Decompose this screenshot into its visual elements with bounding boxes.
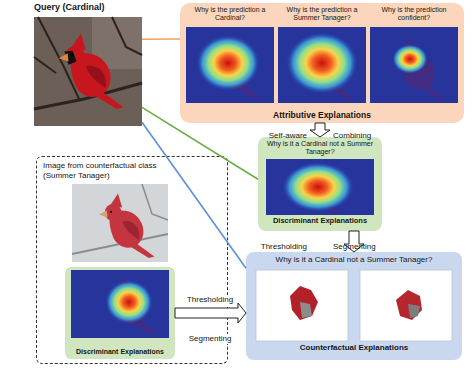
tanager-bird: [99, 194, 154, 258]
bird-body: [65, 34, 123, 109]
question-text: Why is the prediction a Summer Tanager?: [278, 6, 366, 26]
segment-piece: [396, 290, 422, 320]
heatmap-ground: [266, 159, 374, 215]
heat-blob: [105, 280, 153, 324]
heatmap-item: Why is the prediction confident?: [370, 6, 458, 106]
heatmap-ground: [278, 27, 366, 103]
segment-frame: [256, 270, 348, 341]
photo-patch: [92, 17, 142, 69]
label-holder: Segmenting: [187, 327, 234, 345]
step-label: Combining: [333, 131, 371, 141]
label-holder: Thresholding: [185, 288, 235, 306]
heatmap-ground: [370, 27, 458, 103]
heatmap-ground: [186, 27, 274, 103]
bird-eye: [71, 54, 74, 57]
label-holder: Segmenting: [333, 235, 376, 253]
query-image: Query (Cardinal): [34, 2, 142, 126]
bird-shadow: [214, 38, 261, 99]
heatmap: [370, 27, 458, 103]
group-heading: Image from counterfactual class (Summer …: [43, 161, 163, 185]
branch: [112, 17, 142, 55]
question-text: Why is the prediction confident?: [370, 6, 458, 26]
segment-piece: [300, 302, 312, 318]
segment-piece: [408, 304, 420, 318]
bird-wing: [122, 221, 139, 240]
heatmap-item: Why is the prediction a Summer Tanager?: [278, 6, 366, 106]
segment-piece: [290, 286, 318, 320]
block-arrow: [310, 123, 330, 137]
heatmap: [71, 270, 169, 338]
query-link: [142, 38, 180, 40]
step-label: Thresholding: [185, 295, 235, 305]
step-label: Segmenting: [333, 242, 376, 252]
step-label: Thresholding: [261, 242, 307, 252]
discriminant-panel: Why is it a Cardinal not a Summer Tanage…: [258, 137, 382, 231]
cardinal-bird: [59, 34, 124, 109]
counterfactual-group: Image from counterfactual class (Summer …: [36, 156, 228, 364]
query-link: [142, 107, 258, 179]
photo-ground: [72, 184, 168, 262]
bird-mask: [64, 51, 76, 65]
panel-title: Counterfactual Explanations: [249, 343, 459, 353]
question-text: Why is it a Cardinal not a Summer Tanage…: [249, 255, 459, 268]
bird-shadow: [398, 38, 445, 99]
branch: [142, 184, 168, 220]
panel-title: Discriminant Explanations: [68, 348, 172, 356]
query-photo: [34, 17, 142, 126]
bird-beak: [59, 53, 69, 61]
panel-title: Discriminant Explanations: [261, 216, 379, 225]
bird-beak: [99, 210, 107, 217]
heatmap-item: Why is the prediction a Cardinal?: [186, 6, 274, 106]
segment-frame: [360, 270, 452, 341]
bird-body: [105, 194, 155, 258]
heat-blob: [392, 44, 428, 74]
query-link: [142, 122, 246, 268]
block-arrow: [175, 303, 246, 323]
tanager-photo: [72, 184, 168, 262]
attributive-panel: Attributive Explanations Why is the predi…: [180, 3, 464, 123]
bird-eye: [110, 211, 112, 213]
branch: [38, 17, 80, 101]
step-label: Self-aware: [269, 131, 307, 141]
heatmap-ground: [71, 270, 169, 338]
heatmap: [278, 27, 366, 103]
branch: [34, 57, 56, 73]
branch: [72, 234, 168, 254]
heat-blob: [286, 32, 358, 94]
question-text: Why is the prediction a Cardinal?: [186, 6, 274, 26]
bird-shadow: [306, 38, 353, 99]
heatmap: [266, 159, 374, 215]
heatmap: [186, 27, 274, 103]
photo-ground: [34, 17, 142, 126]
bird-shadow: [303, 165, 340, 213]
image-heading: Query (Cardinal): [34, 2, 142, 16]
question-text: Why is it a Cardinal not a Summer Tanage…: [261, 140, 379, 158]
panel-title: Attributive Explanations: [183, 110, 461, 120]
bird-wing: [86, 66, 106, 88]
bird-shadow: [112, 277, 156, 334]
discriminant-panel: Discriminant Explanations: [65, 267, 175, 359]
heat-blob: [282, 162, 354, 212]
label-holder: Thresholding: [261, 235, 307, 253]
heat-blob: [196, 35, 260, 91]
counterfactual-panel: Why is it a Cardinal not a Summer Tanage…: [246, 252, 462, 360]
branch: [34, 83, 142, 109]
label-holder: Self-aware: [269, 124, 307, 142]
step-label: Segmenting: [187, 334, 234, 344]
label-holder: Combining: [333, 124, 371, 142]
